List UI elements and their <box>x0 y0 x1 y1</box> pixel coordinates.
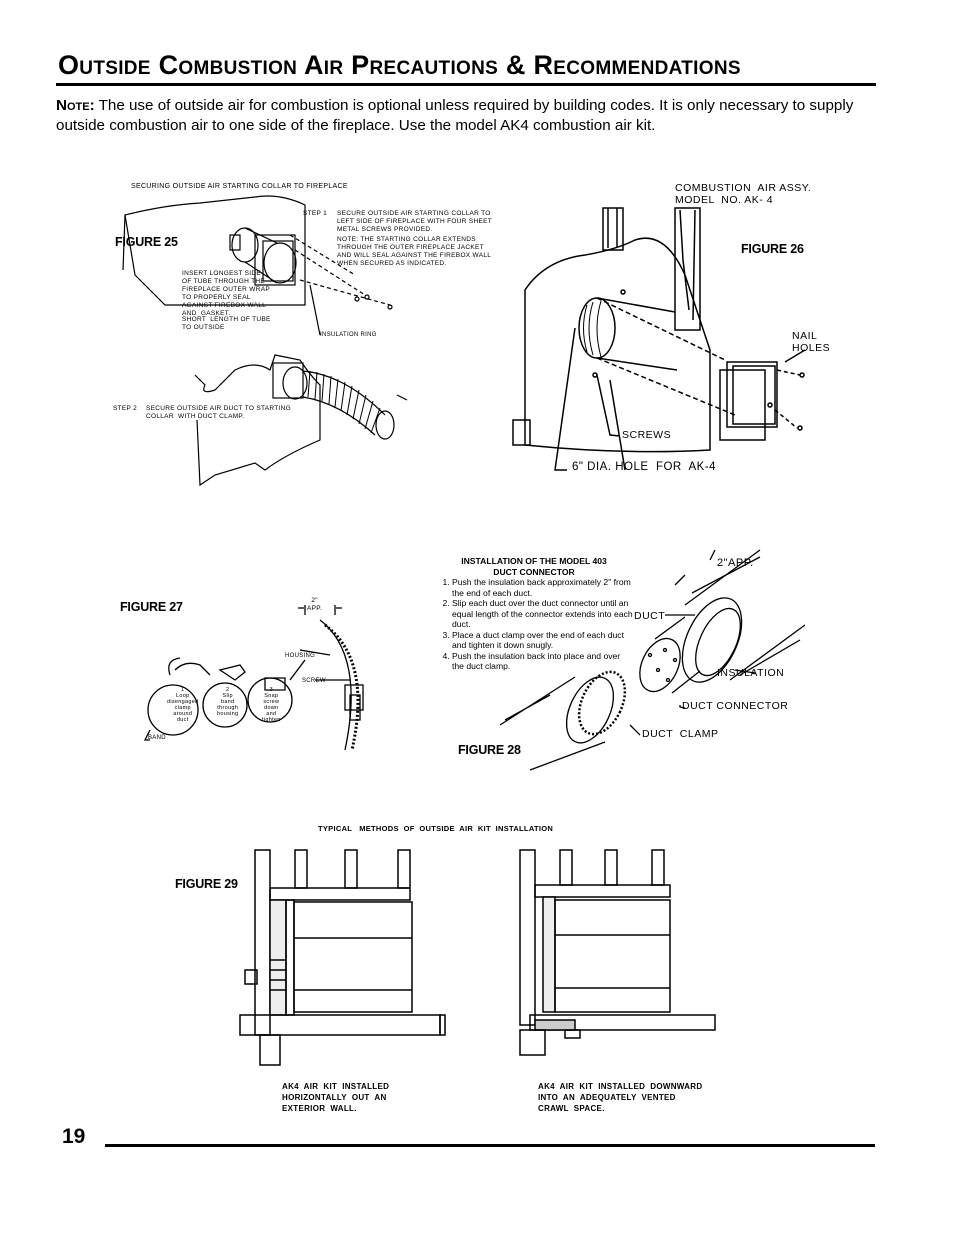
fig28-clamp: DUCT CLAMP <box>642 728 719 740</box>
fig28-connector: DUCT CONNECTOR <box>682 700 789 712</box>
fig25-step1-label: STEP 1 <box>303 210 328 217</box>
fig29-heading: TYPICAL METHODS OF OUTSIDE AIR KIT INSTA… <box>318 824 554 833</box>
fig27-band: BAND <box>148 735 166 741</box>
figure-28-label: FIGURE 28 <box>458 743 521 757</box>
figure-25-drawing <box>122 195 408 487</box>
figure-29-label: FIGURE 29 <box>175 877 238 891</box>
fig27-step-3: 3 Snap screw down and tighten <box>262 687 281 723</box>
note-paragraph: Note: The use of outside air for combust… <box>56 96 886 136</box>
fig25-insert-text: INSERT LONGEST SIDE OF TUBE THROUGH THE … <box>182 270 270 317</box>
figure-27-drawing <box>143 605 364 751</box>
fig25-step1-text: SECURE OUTSIDE AIR STARTING COLLAR TO LE… <box>337 210 493 233</box>
fig25-step2-text: SECURE OUTSIDE AIR DUCT TO STARTING COLL… <box>146 405 291 420</box>
figure-25-label: FIGURE 25 <box>115 235 178 249</box>
figure-26-drawing <box>512 207 806 471</box>
fig29-right-caption: AK4 AIR KIT INSTALLED DOWNWARD INTO AN A… <box>538 1082 703 1113</box>
fig25-step1-note: NOTE: THE STARTING COLLAR EXTENDS THROUG… <box>337 236 492 267</box>
note-label: Note: <box>56 97 95 114</box>
figure-27-label: FIGURE 27 <box>120 600 183 614</box>
page-title: Outside Combustion Air Precautions & Rec… <box>58 50 741 80</box>
fig26-assy-label: COMBUSTION AIR ASSY. MODEL NO. AK- 4 <box>675 182 812 206</box>
fig28-step: Push the insulation back approximately 2… <box>452 577 634 598</box>
fig28-step: Slip each duct over the duct connector u… <box>452 598 634 630</box>
fig27-screw: SCREW <box>302 678 326 684</box>
fig25-step2-label: STEP 2 <box>113 405 138 412</box>
fig27-step-1: 1 Loop disengaged clamp around duct <box>167 687 199 723</box>
fig28-insulation: INSULATION <box>717 667 785 679</box>
fig27-app: 2" APP. <box>307 597 323 612</box>
fig28-step: Push the insulation back into place and … <box>452 651 634 672</box>
note-text: The use of outside air for combustion is… <box>56 97 854 134</box>
title-rule <box>56 83 876 86</box>
fig27-step-2: 2 Slip band through housing <box>217 687 239 717</box>
fig28-step: Place a duct clamp over the end of each … <box>452 630 634 651</box>
fig29-left-caption: AK4 AIR KIT INSTALLED HORIZONTALLY OUT A… <box>282 1082 390 1113</box>
fig28-duct: DUCT <box>634 610 666 622</box>
fig26-nail-holes: NAIL HOLES <box>792 330 831 354</box>
fig28-step-list: Push the insulation back approximately 2… <box>434 577 634 672</box>
fig25-heading: SECURING OUTSIDE AIR STARTING COLLAR TO … <box>131 183 348 190</box>
figure-28-drawing <box>499 549 806 771</box>
footer-rule <box>105 1144 875 1147</box>
fig27-housing: HOUSING <box>285 653 316 659</box>
fig26-screws: SCREWS <box>622 429 672 441</box>
page-number: 19 <box>62 1125 86 1148</box>
fig26-hole: 6" DIA. HOLE FOR AK-4 <box>572 461 717 473</box>
fig28-instructions: INSTALLATION OF THE MODEL 403 DUCT CONNE… <box>434 556 634 672</box>
figure-29-drawing <box>239 849 716 1066</box>
figure-26-label: FIGURE 26 <box>741 242 804 256</box>
fig25-insulation-ring: INSULATION RING <box>320 332 377 338</box>
fig28-app: 2"APP. <box>717 557 754 569</box>
fig25-short-text: SHORT LENGTH OF TUBE TO OUTSIDE <box>182 316 271 331</box>
fig28-heading: INSTALLATION OF THE MODEL 403 DUCT CONNE… <box>461 556 607 577</box>
